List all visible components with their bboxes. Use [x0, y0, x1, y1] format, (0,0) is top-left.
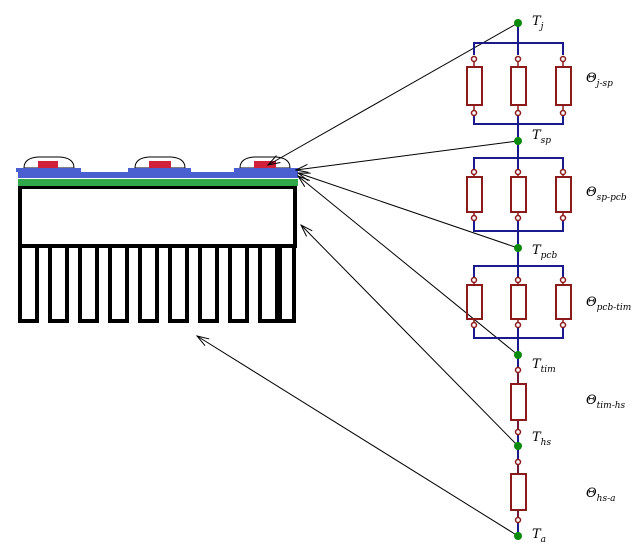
arrow-ttim — [298, 176, 519, 356]
node-ta — [514, 532, 522, 540]
pcb-layer-blue — [18, 172, 298, 178]
resistor — [466, 176, 483, 213]
led-package-1 — [16, 156, 81, 172]
heatsink-fins — [18, 246, 296, 323]
label-theta-sp-pcb: Θsp-pcb — [586, 185, 627, 203]
led-heatsink-assembly — [16, 156, 298, 323]
pcb-layer-green — [18, 179, 298, 186]
label-tpcb: Tpcb — [532, 243, 557, 261]
label-theta-pcb-tim: Θpcb-tim — [586, 295, 631, 313]
node-tpcb — [514, 244, 522, 252]
node-labels: Tj Tsp Tpcb Ttim Ths Ta — [532, 14, 557, 545]
led-package-3 — [234, 156, 298, 172]
label-theta-tim-hs: Θtim-hs — [586, 393, 626, 411]
node-tj — [514, 19, 522, 27]
node-ths — [514, 442, 522, 450]
resistor — [510, 176, 527, 213]
resistor — [510, 66, 527, 106]
resistance-network — [466, 19, 572, 540]
parallel-group-pcb-tim — [466, 265, 572, 339]
arrow-tpcb — [298, 173, 519, 249]
parallel-group-j-sp — [466, 42, 572, 125]
label-ttim: Ttim — [532, 357, 556, 375]
resistor — [555, 66, 572, 106]
resistor — [466, 284, 483, 320]
led-package-2 — [128, 156, 191, 172]
arrow-tsp — [296, 140, 519, 170]
arrow-ta — [197, 336, 519, 537]
resistor — [510, 383, 527, 421]
temperature-nodes — [514, 19, 522, 540]
series-tim-hs — [510, 366, 527, 436]
resistor — [555, 176, 572, 213]
mapping-arrows — [197, 22, 519, 537]
resistor — [510, 473, 527, 511]
node-ttim — [514, 351, 522, 359]
label-theta-j-sp: Θj-sp — [586, 71, 613, 89]
node-tsp — [514, 137, 522, 145]
resistor — [510, 284, 527, 320]
arrow-tj — [268, 22, 519, 165]
label-tj: Tj — [532, 14, 544, 32]
label-ta: Ta — [532, 527, 546, 545]
series-hs-a — [510, 458, 527, 524]
label-ths: Ths — [532, 430, 551, 448]
heatsink-base — [18, 185, 297, 248]
label-theta-hs-a: Θhs-a — [586, 486, 616, 504]
parallel-group-sp-pcb — [466, 157, 572, 232]
resistor — [466, 66, 483, 106]
arrow-ths — [301, 225, 519, 447]
resistor — [555, 284, 572, 320]
label-tsp: Tsp — [532, 128, 551, 146]
resistance-labels: Θj-sp Θsp-pcb Θpcb-tim Θtim-hs Θhs-a — [586, 71, 631, 504]
